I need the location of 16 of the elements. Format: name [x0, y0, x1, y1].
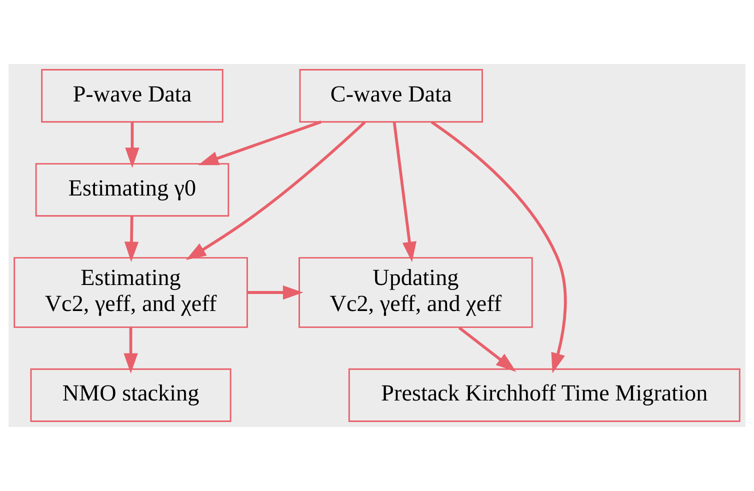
- arrow: [430, 120, 567, 374]
- arrow: [392, 122, 416, 262]
- node-box: Estimating γ0: [35, 163, 230, 217]
- arrow: [125, 122, 140, 168]
- node-box: Estimating Vc2, γeff, and χeff: [14, 257, 248, 328]
- node-box: P-wave Data: [41, 69, 224, 123]
- node-box: C-wave Data: [299, 69, 483, 123]
- node-box: Prestack Kirchhoff Time Migration: [348, 368, 740, 422]
- arrow: [124, 216, 139, 262]
- node-box: Updating Vc2, γeff, and χeff: [298, 257, 533, 328]
- node-box: NMO stacking: [30, 368, 232, 422]
- arrow: [124, 328, 138, 374]
- arrow: [186, 121, 366, 260]
- arrow: [198, 120, 322, 166]
- arrow: [458, 326, 516, 372]
- arrow: [248, 285, 304, 300]
